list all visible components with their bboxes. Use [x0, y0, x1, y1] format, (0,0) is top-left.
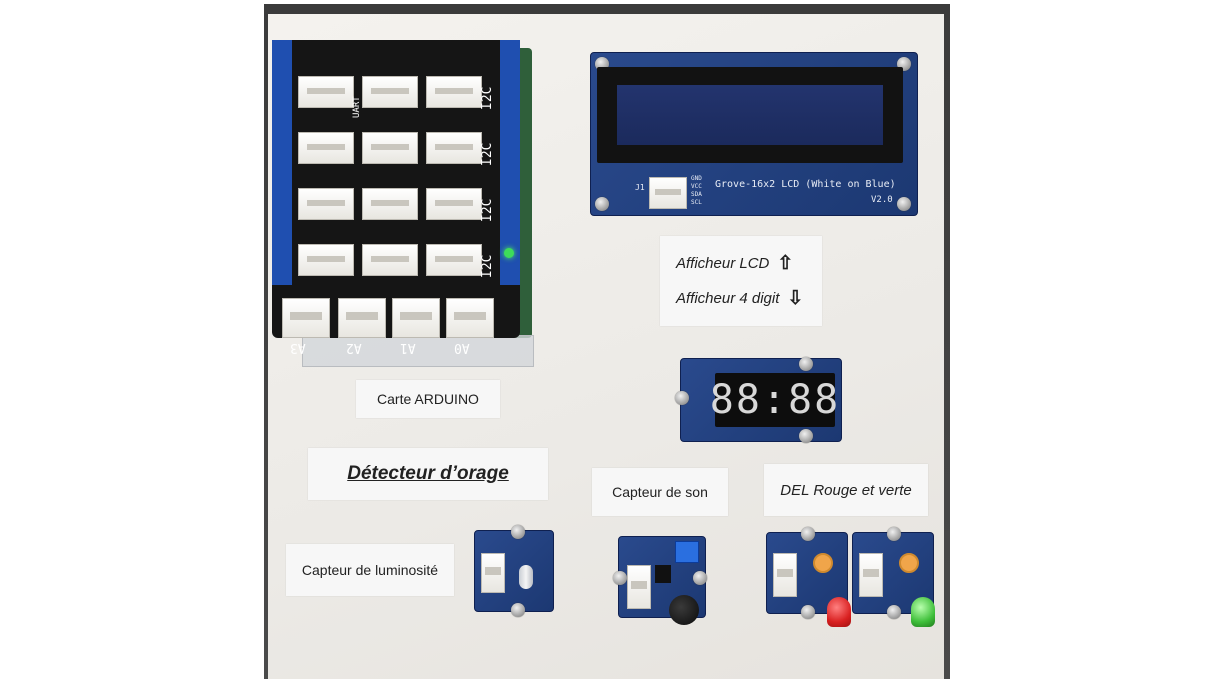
analog-label-a1: A1: [400, 340, 416, 355]
grove-port: [426, 132, 482, 164]
lcd-label: Afficheur LCD: [676, 255, 770, 272]
lcd-version: V2.0: [871, 195, 893, 205]
screw: [801, 527, 815, 541]
lcd-pin-sda: SDA: [691, 191, 702, 198]
light-sensor-label: Capteur de luminosité: [301, 562, 439, 578]
panel-title: Détecteur d’orage: [347, 463, 509, 484]
sound-sensor-label-card: Capteur de son: [592, 468, 728, 516]
grove-port: [362, 188, 418, 220]
grove-port: [298, 132, 354, 164]
seven-segment-display: 88:88: [710, 373, 838, 427]
green-led-module: [852, 527, 935, 627]
red-led-module: [766, 527, 851, 627]
screw: [799, 429, 813, 443]
i2c-label: I2C: [480, 142, 495, 166]
down-arrow-icon: ⇩: [787, 288, 804, 309]
analog-port-a1: [392, 298, 440, 338]
lcd-module: J1 GND VCC SDA SCL Grove-16x2 LCD (White…: [590, 52, 918, 216]
red-led: [827, 597, 851, 627]
i2c-label: I2C: [480, 254, 495, 278]
screw: [675, 391, 689, 405]
analog-label-a2: A2: [346, 340, 362, 355]
lcd-screen: [617, 85, 883, 145]
light-sensor-label-card: Capteur de luminosité: [286, 544, 454, 596]
analog-port-a3: [282, 298, 330, 338]
lcd-screen-bezel: [597, 67, 903, 163]
chip: [655, 565, 671, 583]
photo: I2C I2C I2C I2C UART A3 A2 A1 A0: [264, 4, 950, 679]
led-label-card: DEL Rouge et verte: [764, 464, 928, 516]
grove-port: [362, 244, 418, 276]
arduino-label: Carte ARDUINO: [377, 391, 479, 407]
lcd-pin-vcc: VCC: [691, 183, 702, 190]
screw: [511, 525, 525, 539]
grove-port: [426, 244, 482, 276]
grove-port: [298, 188, 354, 220]
screw: [801, 605, 815, 619]
screw: [897, 197, 911, 211]
i2c-label: I2C: [480, 198, 495, 222]
analog-port-a0: [446, 298, 494, 338]
analog-label-a3: A3: [290, 340, 306, 355]
green-led: [911, 597, 935, 627]
grove-port: [298, 76, 354, 108]
light-sensor-connector: [481, 553, 505, 593]
microphone: [669, 595, 699, 625]
lcd-label-row: Afficheur LCD ⇧: [676, 252, 793, 275]
analog-port-a2: [338, 298, 386, 338]
grove-port: [426, 76, 482, 108]
screw: [613, 571, 627, 585]
arduino-shield: I2C I2C I2C I2C UART A3 A2 A1 A0: [272, 40, 534, 367]
uart-label: UART: [352, 96, 362, 118]
demo-board: I2C I2C I2C I2C UART A3 A2 A1 A0: [268, 14, 944, 679]
status-led: [504, 248, 514, 258]
lcd-pin-scl: SCL: [691, 199, 702, 206]
grove-port: [426, 188, 482, 220]
screw: [595, 197, 609, 211]
screw: [799, 357, 813, 371]
up-arrow-icon: ⇧: [777, 253, 794, 274]
green-led-connector: [859, 553, 883, 597]
led-label: DEL Rouge et verte: [780, 481, 912, 499]
light-sensor-module: [474, 525, 554, 617]
four-digit-label: Afficheur 4 digit: [676, 290, 780, 307]
lcd-silk-text: Grove-16x2 LCD (White on Blue): [715, 179, 896, 190]
screw: [887, 605, 901, 619]
sound-sensor-connector: [627, 565, 651, 609]
four-digit-label-row: Afficheur 4 digit ⇩: [676, 287, 803, 310]
arduino-label-card: Carte ARDUINO: [356, 380, 500, 418]
i2c-label: I2C: [480, 86, 495, 110]
sound-sensor-module: [613, 536, 707, 625]
lcd-pin-gnd: GND: [691, 175, 702, 182]
sound-sensor-label: Capteur de son: [612, 484, 708, 500]
lcd-connector-label: J1: [635, 183, 645, 192]
grove-port: [362, 132, 418, 164]
trimmer-icon: [899, 553, 919, 573]
photoresistor: [519, 565, 533, 589]
screw: [511, 603, 525, 617]
red-led-connector: [773, 553, 797, 597]
analog-label-a0: A0: [454, 340, 470, 355]
display-digits: 88:88: [709, 377, 841, 423]
grove-port: [362, 76, 418, 108]
grove-port: [298, 244, 354, 276]
potentiometer: [675, 541, 699, 563]
title-card: Détecteur d’orage: [308, 448, 548, 500]
lcd-4digit-label-card: Afficheur LCD ⇧ Afficheur 4 digit ⇩: [660, 236, 822, 326]
screw: [887, 527, 901, 541]
trimmer-icon: [813, 553, 833, 573]
screw: [693, 571, 707, 585]
four-digit-display-module: 88:88: [675, 357, 842, 443]
lcd-connector: [649, 177, 687, 209]
